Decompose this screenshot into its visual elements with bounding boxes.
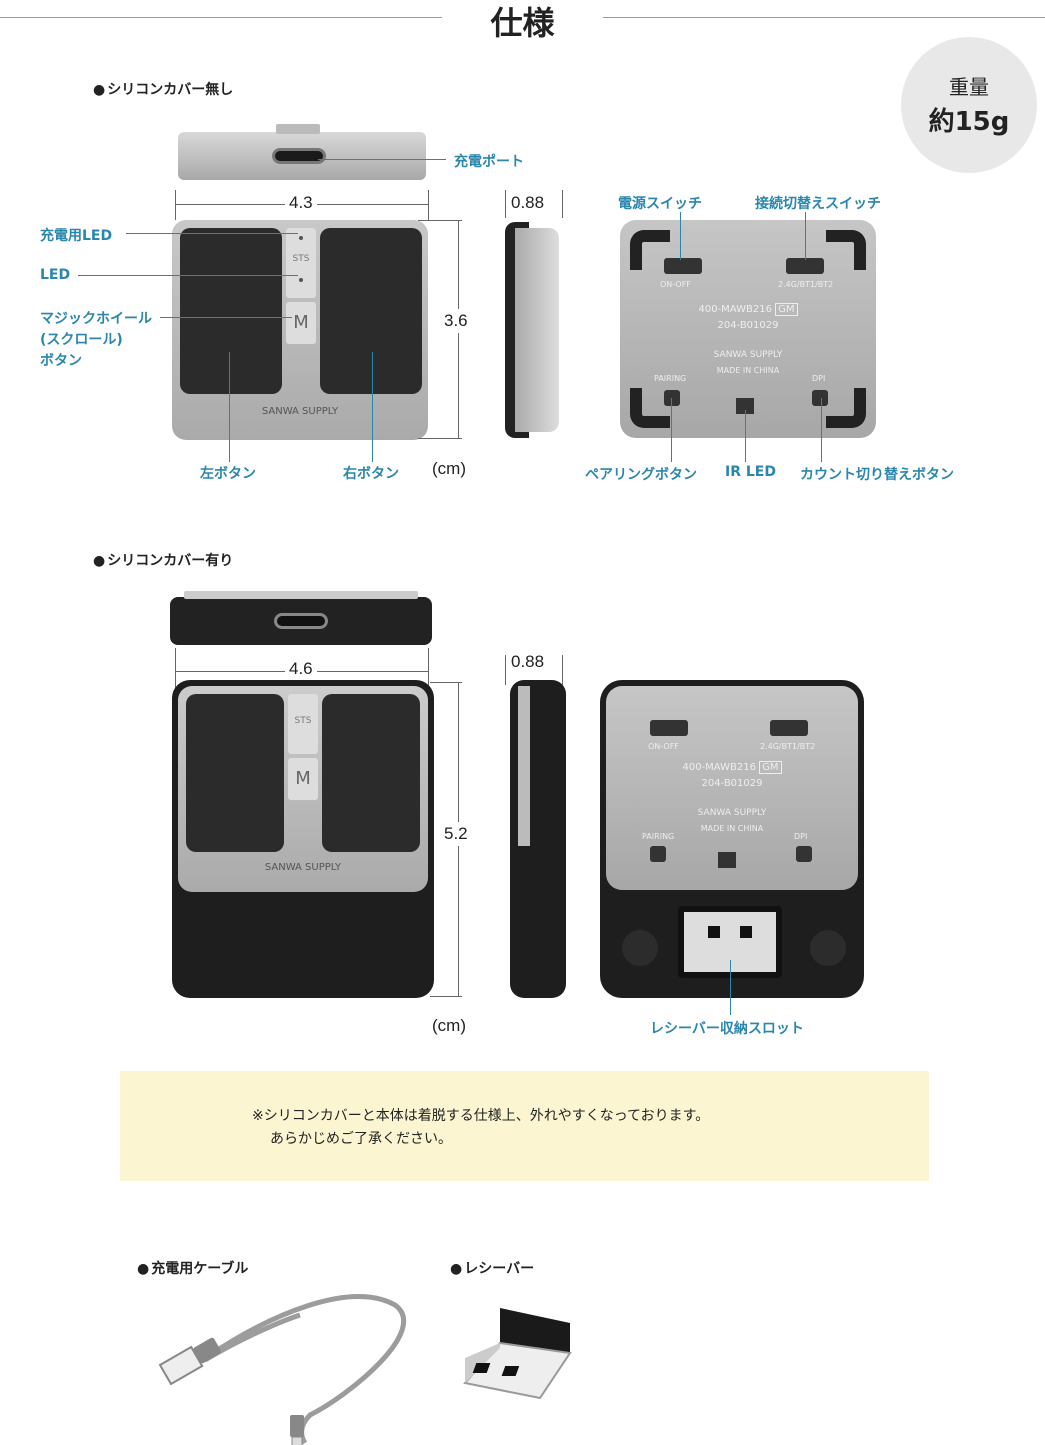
dim-unit-1: (cm) [432, 459, 466, 478]
model-print: 400-MAWB216 [698, 304, 772, 315]
covered-mouse-top-edge-view [170, 591, 432, 645]
gm-print: GM [775, 303, 798, 316]
covered-mouse-bottom-view: ON-OFF 2.4G/BT1/BT2 400-MAWB216 GM 204-B… [600, 680, 864, 998]
covered-mouse-front-view: STS M SANWA SUPPLY [172, 680, 434, 998]
mouse-front-view: STS M SANWA SUPPLY [172, 220, 428, 440]
label-receiver-slot: レシーバー収納スロット [650, 1021, 804, 1037]
pairing-print-2: PAIRING [642, 832, 675, 841]
label-pairing-button: ペアリングボタン [585, 467, 697, 483]
label-ir-led: IR LED [725, 464, 776, 480]
dpi-button [812, 390, 828, 406]
label-power-switch: 電源スイッチ [618, 196, 702, 212]
on-off-print: ON-OFF [660, 280, 691, 289]
dpi-print: DPI [812, 374, 826, 383]
sts-print-2: STS [294, 716, 312, 726]
label-left-button: 左ボタン [200, 466, 256, 482]
mouse-side-view [505, 222, 563, 438]
accessory-receiver-heading: レシーバー [450, 1258, 534, 1278]
brand-print-4: SANWA SUPPLY [697, 808, 767, 818]
label-right-button: 右ボタン [343, 466, 399, 482]
made-print: MADE IN CHINA [716, 366, 780, 375]
section1-heading: シリコンカバー無し [93, 79, 233, 99]
covered-mouse-side-view [510, 680, 566, 998]
cert-print: 204-B01029 [717, 320, 779, 331]
brand-print-3: SANWA SUPPLY [264, 862, 342, 873]
m-print: M [293, 312, 309, 333]
dim-depth-2: 0.88 [511, 652, 545, 671]
model-print-2: 400-MAWB216 [682, 762, 756, 773]
cert-print-2: 204-B01029 [701, 778, 763, 789]
weight-label: 重量 [949, 75, 989, 99]
ir-led [736, 398, 754, 414]
dim-height-2: 5.2 [444, 822, 468, 846]
label-charge-port: 充電ポート [454, 154, 524, 170]
made-print-2: MADE IN CHINA [700, 824, 764, 833]
page-title: 仕様 [490, 4, 555, 42]
dim-width-2: 4.6 [285, 659, 317, 679]
label-charge-led: 充電用LED [40, 228, 113, 244]
dim-depth-1: 0.88 [511, 193, 545, 212]
weight-value: 約15g [928, 107, 1010, 137]
pairing-print: PAIRING [654, 374, 687, 383]
power-switch [664, 258, 702, 274]
dpi-print-2: DPI [794, 832, 808, 841]
pairing-button [664, 390, 680, 406]
title-line-right [603, 17, 1045, 18]
receiver-image [463, 1308, 572, 1400]
bt-print-2: 2.4G/BT1/BT2 [760, 742, 816, 751]
dim-width-1: 4.3 [285, 193, 317, 213]
m-print-2: M [295, 768, 311, 789]
mouse-bottom-view: ON-OFF 2.4G/BT1/BT2 400-MAWB216 GM 204-B… [620, 220, 876, 438]
gm-print-2: GM [759, 761, 782, 774]
brand-print-2: SANWA SUPPLY [713, 350, 783, 360]
note-box: ※シリコンカバーと本体は着脱する仕様上、外れやすくなっております。 あらかじめご… [120, 1071, 929, 1181]
accessory-cable-heading: 充電用ケーブル [137, 1258, 248, 1278]
dim-height-1: 3.6 [444, 309, 468, 333]
charging-cable-image [158, 1294, 406, 1445]
sts-print: STS [292, 254, 310, 264]
note-line-2: あらかじめご了承ください。 [270, 1131, 452, 1147]
connection-switch [786, 258, 824, 274]
weight-badge: 重量 約15g [901, 37, 1037, 173]
section2-heading: シリコンカバー有り [93, 550, 233, 570]
usb-c-port [272, 148, 326, 164]
mouse-top-edge-view [178, 124, 426, 180]
label-connection-switch: 接続切替えスイッチ [755, 196, 881, 212]
dim-unit-2: (cm) [432, 1016, 466, 1035]
note-line-1: ※シリコンカバーと本体は着脱する仕様上、外れやすくなっております。 [252, 1108, 710, 1124]
label-led: LED [40, 267, 71, 283]
bt-print: 2.4G/BT1/BT2 [778, 280, 834, 289]
label-magic-wheel: マジックホイール (スクロール) ボタン [40, 311, 152, 369]
label-count-button: カウント切り替えボタン [800, 467, 954, 483]
on-off-print-2: ON-OFF [648, 742, 679, 751]
brand-print-1: SANWA SUPPLY [261, 406, 339, 417]
title-line-left [0, 17, 442, 18]
